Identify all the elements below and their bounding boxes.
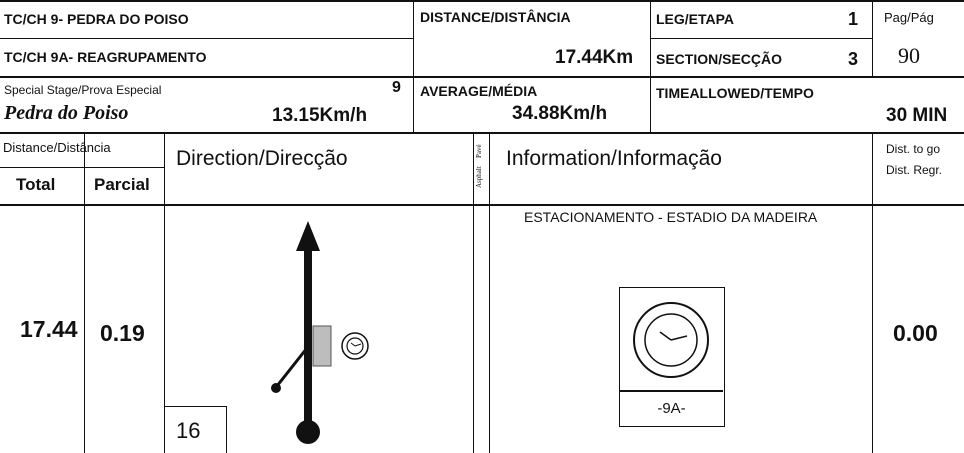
control-clock-icon bbox=[633, 302, 709, 378]
tc-line-1: TC/CH 9- PEDRA DO POISO bbox=[4, 11, 189, 27]
box-number: 16 bbox=[176, 418, 201, 443]
rule-row3 bbox=[0, 132, 964, 134]
direction-arrow-head bbox=[296, 221, 320, 251]
page-value: 90 bbox=[898, 43, 920, 68]
rule-v-header2 bbox=[650, 0, 651, 133]
rule-row2 bbox=[0, 76, 964, 78]
tc-line-2: TC/CH 9A- REAGRUPAMENTO bbox=[4, 49, 207, 65]
rule-v-header3 bbox=[872, 0, 873, 77]
distance-value: 17.44Km bbox=[555, 47, 634, 68]
section-value: 3 bbox=[848, 49, 859, 69]
rule-v-header1 bbox=[413, 0, 414, 133]
box-number-frame bbox=[165, 406, 227, 453]
time-allowed-label: TIMEALLOWED/TEMPO bbox=[656, 85, 814, 101]
asphalt-label: Asphalt bbox=[475, 166, 483, 188]
route-line bbox=[304, 248, 312, 434]
rule-v-col1 bbox=[84, 133, 85, 453]
information-column-label: Information/Informação bbox=[506, 147, 722, 170]
total-distance-value: 17.44 bbox=[20, 316, 78, 342]
stage-name: Pedra do Poiso bbox=[4, 102, 129, 124]
control-code: -9A- bbox=[657, 400, 686, 417]
stage-number: 9 bbox=[392, 79, 401, 96]
total-column-label: Total bbox=[16, 175, 56, 194]
partial-column-label: Parcial bbox=[94, 175, 150, 194]
page-label: Pag/Pág bbox=[884, 10, 934, 25]
rule-row1 bbox=[0, 38, 413, 39]
rule-row1-right bbox=[650, 38, 872, 39]
dist-to-go-label-1: Dist. to go bbox=[886, 142, 941, 156]
rule-top bbox=[0, 0, 964, 2]
section-label: SECTION/SECÇÃO bbox=[656, 51, 783, 67]
rule-v-col2 bbox=[164, 133, 165, 453]
route-end-dot bbox=[296, 420, 320, 444]
side-road-line bbox=[275, 347, 309, 387]
dist-to-go-label-2: Dist. Regr. bbox=[886, 163, 943, 177]
stage-speed: 13.15Km/h bbox=[272, 105, 368, 126]
info-text: ESTACIONAMENTO - ESTADIO DA MADEIRA bbox=[524, 209, 818, 225]
rule-col-sub bbox=[0, 167, 164, 168]
distance-label: DISTANCE/DISTÂNCIA bbox=[420, 9, 571, 25]
leg-label: LEG/ETAPA bbox=[656, 11, 735, 27]
distance-column-label: Distance/Distância bbox=[3, 140, 111, 155]
control-sign-divider bbox=[620, 390, 723, 392]
partial-distance-value: 0.19 bbox=[100, 320, 145, 346]
rule-v-col5 bbox=[872, 133, 873, 453]
pave-label: Pavé bbox=[475, 144, 483, 158]
control-zone-marker bbox=[312, 325, 332, 367]
stage-label: Special Stage/Prova Especial bbox=[4, 83, 162, 97]
direction-column-label: Direction/Direcção bbox=[176, 147, 348, 170]
time-control-sign: -9A- bbox=[619, 287, 725, 427]
clock-icon bbox=[341, 332, 369, 360]
side-road-dot bbox=[271, 383, 281, 393]
average-label: AVERAGE/MÉDIA bbox=[420, 83, 538, 99]
dist-to-go-value: 0.00 bbox=[893, 320, 938, 346]
rule-v-col3 bbox=[473, 133, 474, 453]
rule-row4 bbox=[0, 204, 964, 206]
average-value: 34.88Km/h bbox=[512, 103, 608, 124]
time-allowed-value: 30 MIN bbox=[886, 105, 948, 126]
leg-value: 1 bbox=[848, 9, 859, 29]
tulip-diagram bbox=[271, 221, 369, 444]
rule-v-col4 bbox=[489, 133, 490, 453]
